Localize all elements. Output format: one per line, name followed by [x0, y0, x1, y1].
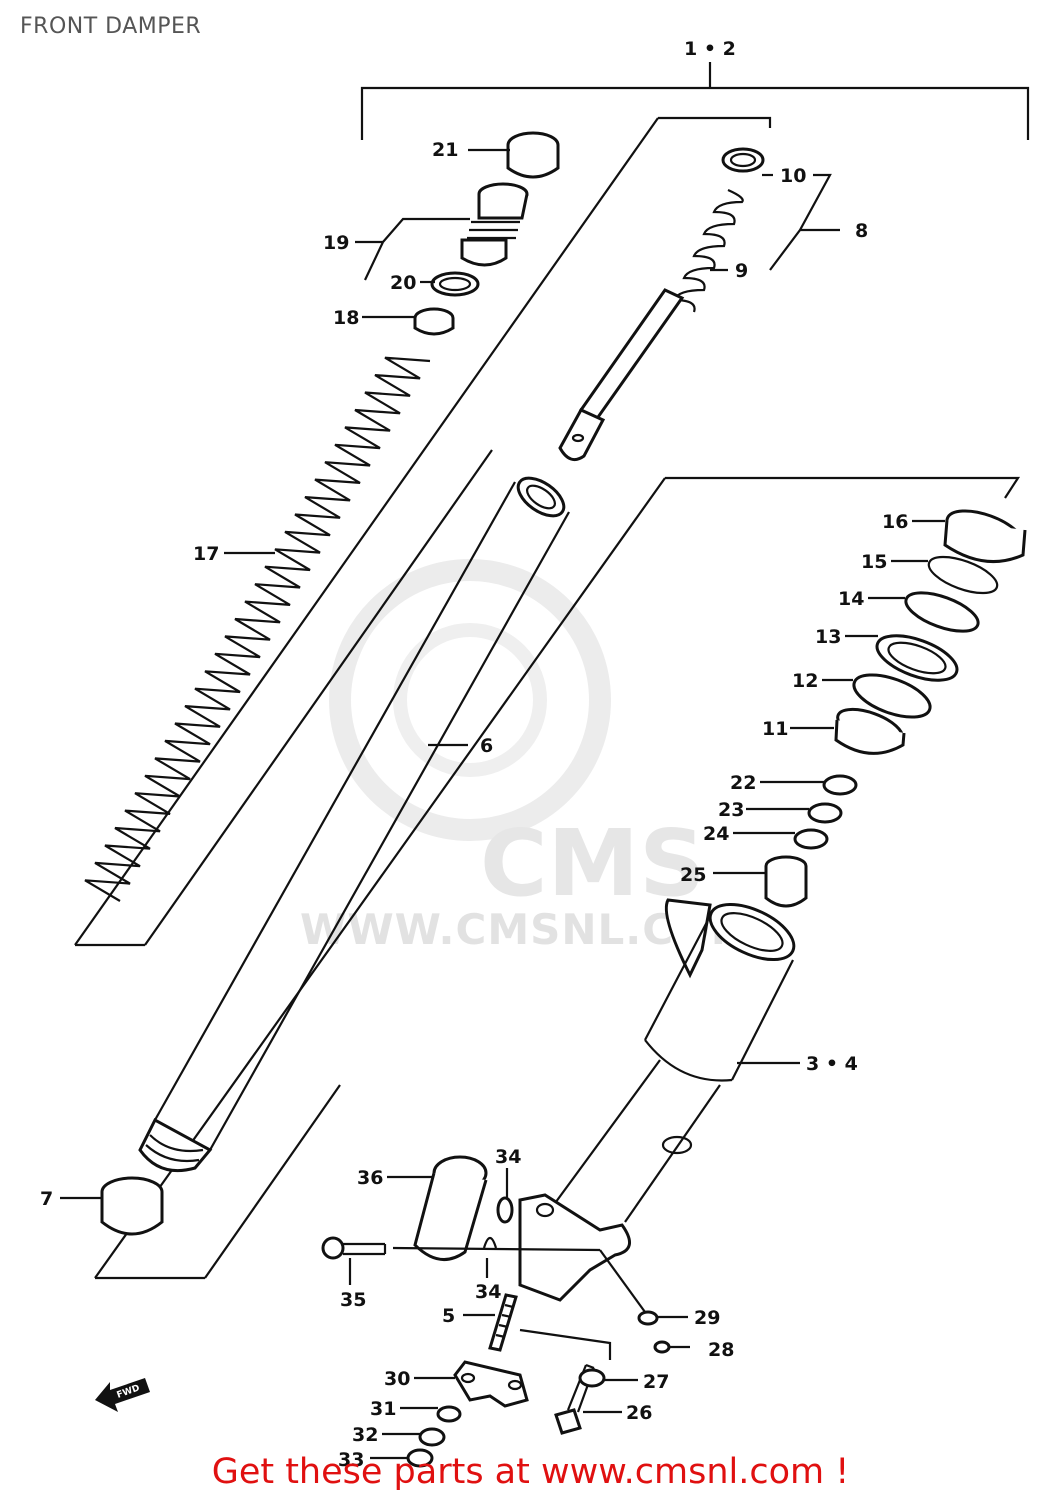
callout-34-b: 34 [475, 1281, 501, 1303]
forward-direction-arrow-icon: FWD [95, 1378, 150, 1412]
inner-tube-group-frame [658, 116, 772, 128]
footer-promo-text: Get these parts at www.cmsnl.com ! [211, 1452, 850, 1492]
callout-8: 8 [855, 220, 868, 242]
leader-lines [60, 148, 945, 1460]
part-12-washer [852, 673, 932, 719]
part-7-bushing [100, 1176, 164, 1236]
callout-22: 22 [730, 772, 756, 794]
part-17-fork-spring [84, 356, 431, 902]
callout-26: 26 [626, 1402, 652, 1424]
part-9-rebound-spring [672, 188, 744, 313]
part-34-o-ring-b [482, 1236, 498, 1249]
part-24-washer [793, 828, 829, 850]
callout-31: 31 [370, 1398, 396, 1420]
callout-3-4: 3 • 4 [806, 1053, 858, 1075]
part-28-screw [653, 1340, 690, 1354]
part-31-washer [436, 1405, 462, 1423]
part-6-inner-tube [138, 476, 570, 1173]
part-10-ring [721, 147, 765, 173]
part-26-bolt [554, 1363, 596, 1435]
callout-24: 24 [703, 823, 729, 845]
callout-30: 30 [384, 1368, 410, 1390]
part-30-axle-holder [453, 1360, 529, 1408]
part-22-washer [822, 774, 858, 796]
callout-25: 25 [680, 864, 706, 886]
page-title: FRONT DAMPER [20, 14, 202, 39]
part-19-cap-bolt [460, 182, 529, 267]
part-27-washer [578, 1368, 606, 1388]
callout-labels: 1 • 2 3 • 4 5 6 7 8 9 10 11 12 13 14 15 … [40, 38, 908, 1471]
callout-18: 18 [333, 307, 359, 329]
part-14-oil-seal-ring [904, 591, 980, 633]
callout-14: 14 [838, 588, 864, 610]
callout-33: 33 [338, 1449, 364, 1471]
part-3-4-outer-tube [518, 898, 796, 1302]
part-16-dust-seal [943, 509, 1027, 564]
callout-5: 5 [442, 1305, 455, 1327]
callout-11: 11 [762, 718, 788, 740]
part-36-adjuster-housing [413, 1155, 488, 1261]
part-20-o-ring [430, 271, 480, 297]
part-32-nut [418, 1427, 446, 1447]
callout-16: 16 [882, 511, 908, 533]
callout-29: 29 [694, 1307, 720, 1329]
part-25-oil-lock-piece [764, 855, 808, 908]
assembly-bracket-1-2 [360, 62, 1030, 140]
callout-34-a: 34 [495, 1146, 521, 1168]
part-18-spacer [413, 307, 455, 336]
part-21-cap [506, 131, 560, 179]
callout-20: 20 [390, 272, 416, 294]
callout-21: 21 [432, 139, 458, 161]
part-23-washer [807, 802, 843, 824]
callout-23: 23 [718, 799, 744, 821]
part-15-stopper-ring [927, 555, 999, 595]
part-34-o-ring-a [496, 1196, 514, 1224]
callout-7: 7 [40, 1188, 53, 1210]
callout-9: 9 [735, 260, 748, 282]
callout-17: 17 [193, 543, 219, 565]
part-13-oil-seal [875, 634, 959, 682]
part-35-bolt [321, 1236, 387, 1260]
callout-19: 19 [323, 232, 349, 254]
callout-10: 10 [780, 165, 806, 187]
part-11-guide-bushing [834, 707, 906, 755]
callout-32: 32 [352, 1424, 378, 1446]
outer-tube-group-frame [665, 476, 1021, 499]
part-8-damper-rod [558, 288, 685, 462]
callout-35: 35 [340, 1289, 366, 1311]
callout-36: 36 [357, 1167, 383, 1189]
callout-13: 13 [815, 626, 841, 648]
callout-1-2: 1 • 2 [684, 38, 736, 60]
part-5-stud [488, 1293, 518, 1352]
callout-12: 12 [792, 670, 818, 692]
part-29-washer [637, 1310, 659, 1326]
callout-6: 6 [480, 735, 493, 757]
callout-27: 27 [643, 1371, 669, 1393]
callout-15: 15 [861, 551, 887, 573]
callout-28: 28 [708, 1339, 734, 1361]
